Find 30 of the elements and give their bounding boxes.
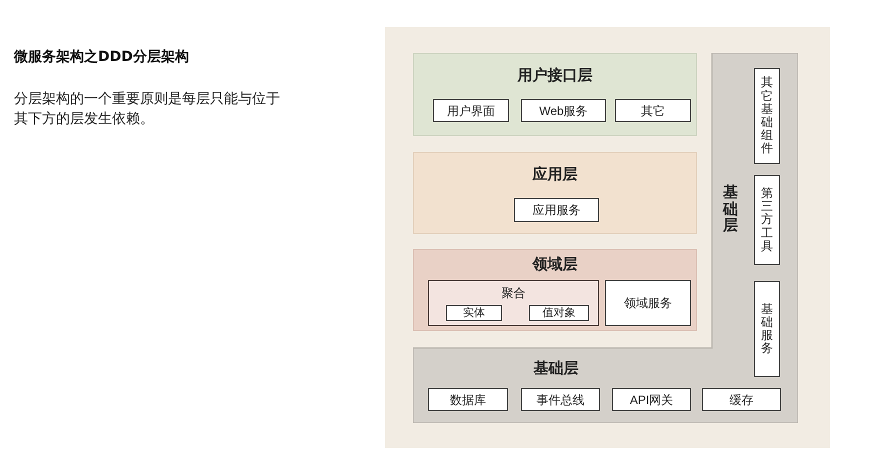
component-box — [754, 175, 780, 265]
layer-title: 领域层 — [531, 255, 578, 275]
component-label: 基础服务 — [761, 302, 773, 356]
component-label: 其它基础组件 — [761, 76, 773, 156]
layer-title: 基础层 — [532, 359, 580, 379]
layer-panel — [413, 53, 697, 136]
component-box: 其它 — [615, 99, 691, 122]
component-box — [754, 281, 780, 377]
aggregate-box — [428, 280, 599, 326]
component-box — [754, 68, 780, 164]
layer-title: 应用层 — [531, 165, 578, 185]
component-box: API网关 — [612, 388, 691, 411]
component-box: 数据库 — [428, 388, 508, 411]
layer-title: 基础层 — [723, 185, 738, 234]
component-box: 缓存 — [702, 388, 781, 411]
component-box: 值对象 — [529, 305, 589, 321]
layer-title: 用户接口层 — [516, 66, 594, 86]
layer-panel — [413, 249, 697, 331]
foundation-layer-frame — [413, 53, 798, 423]
layer-panel — [413, 152, 697, 234]
component-box: 用户界面 — [433, 99, 509, 122]
aggregate-title: 聚合 — [500, 285, 526, 302]
component-box: 实体 — [446, 305, 502, 321]
component-box: 领域服务 — [605, 280, 691, 326]
description: 分层架构的一个重要原则是每层只能与位于其下方的层发生依赖。 — [14, 90, 281, 129]
component-box: 事件总线 — [521, 388, 600, 411]
component-label: 第三方工具 — [761, 187, 773, 253]
component-box: 应用服务 — [514, 198, 599, 222]
title: 微服务架构之DDD分层架构 — [14, 48, 189, 67]
component-box: Web服务 — [521, 99, 606, 122]
